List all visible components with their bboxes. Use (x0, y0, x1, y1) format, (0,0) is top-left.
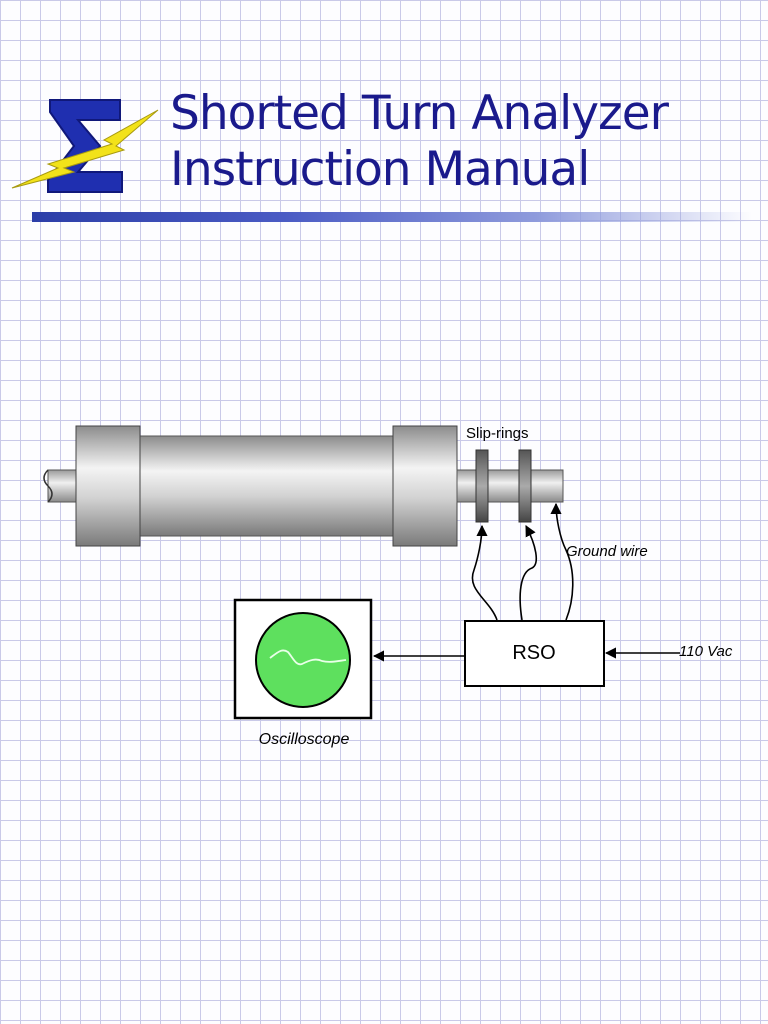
rso-label: RSO (512, 642, 555, 664)
lead-slip-ring-1 (471, 524, 498, 621)
rotor (43, 425, 564, 547)
page-title: Shorted Turn Analyzer Instruction Manual (170, 86, 669, 198)
slip-ring-1 (475, 449, 489, 523)
waveform-trace (269, 649, 347, 666)
rotor-body (139, 435, 396, 537)
title-line-2: Instruction Manual (170, 142, 590, 197)
title-underline (32, 212, 752, 222)
slip-rings-label: Slip-rings (466, 425, 529, 442)
oscilloscope (233, 598, 373, 720)
test-leads (471, 502, 574, 621)
ground-wire-lead (550, 502, 574, 621)
lightning-bolt (11, 109, 159, 189)
rotor-shaft-right (456, 469, 564, 503)
shaft-break-mark (43, 469, 53, 503)
sigma-lightning-logo-icon (11, 99, 159, 193)
retaining-ring-right (392, 425, 458, 547)
ground-wire-label: Ground wire (566, 543, 648, 560)
lead-slip-ring-2 (519, 525, 538, 621)
power-label: 110 Vac (679, 643, 733, 660)
rotor-test-diagram: Slip-rings Ground wire RSO 110 Vac Oscil… (43, 425, 733, 748)
retaining-ring-left (75, 425, 141, 547)
slip-ring-2 (518, 449, 532, 523)
oscilloscope-label: Oscilloscope (259, 731, 350, 748)
title-line-1: Shorted Turn Analyzer (170, 86, 669, 141)
oscilloscope-screen (255, 612, 351, 708)
rso-unit: RSO (464, 620, 605, 687)
